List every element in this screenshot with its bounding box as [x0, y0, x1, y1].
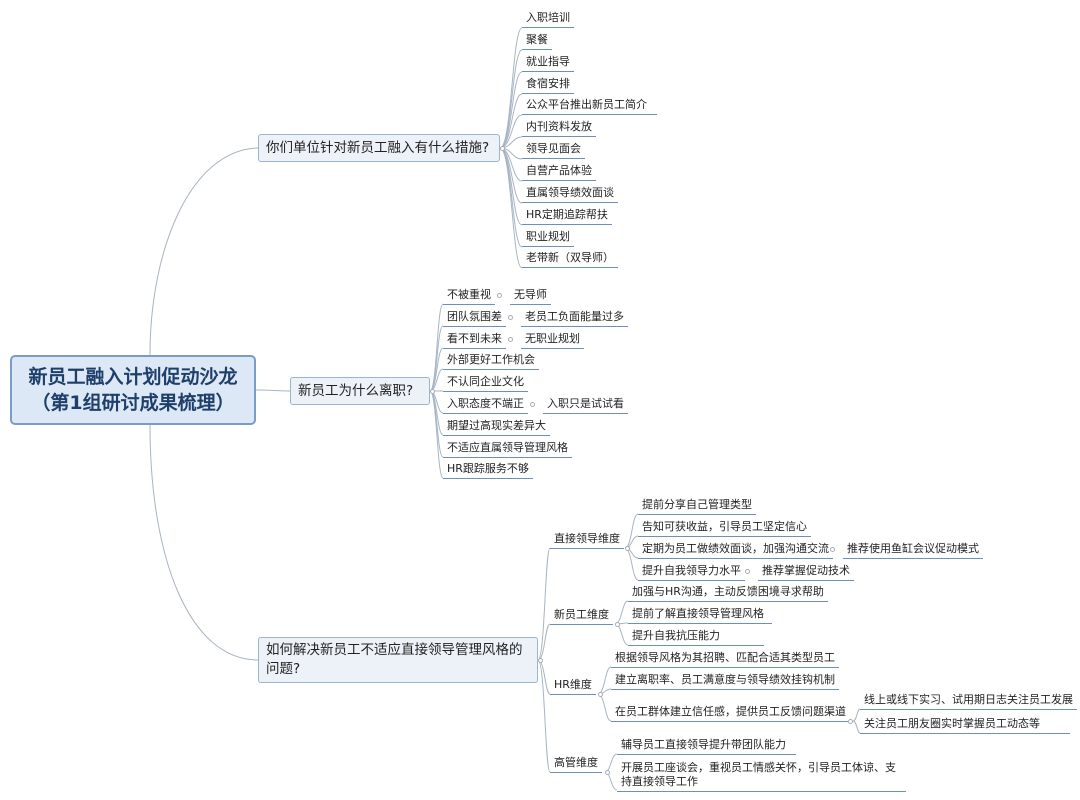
branch-measures: 你们单位针对新员工融入有什么措施? — [258, 134, 500, 162]
list-item: 看不到未来 — [443, 332, 506, 349]
list-item: 聚餐 — [522, 33, 552, 50]
branch-solutions-title-line1: 如何解决新员工不适应直接领导管理风格的 — [266, 642, 523, 658]
list-item: 开展员工座谈会，重视员工情感关怀，引导员工体谅、支 — [621, 761, 896, 774]
list-item: 外部更好工作机会 — [443, 353, 539, 370]
list-item: 告知可获收益，引导员工坚定信心 — [638, 520, 811, 537]
list-item: 职业规划 — [522, 230, 574, 247]
collapse-dot — [598, 692, 603, 697]
list-item: 根据领导风格为其招聘、匹配合适其类型员工 — [611, 651, 839, 668]
list-item: 食宿安排 — [522, 77, 574, 94]
dimension-new-employee: 新员工维度 — [550, 608, 613, 625]
list-item: 老带新（双导师） — [522, 251, 618, 268]
list-item: 老员工负面能量过多 — [521, 310, 628, 327]
collapse-dot — [508, 315, 513, 320]
list-item: 领导见面会 — [522, 142, 585, 159]
dimension-direct-leader: 直接领导维度 — [550, 532, 624, 549]
list-item: 入职只是试试看 — [543, 397, 628, 414]
collapse-dot — [497, 293, 502, 298]
root-title-line1: 新员工融入计划促动沙龙 — [28, 366, 238, 388]
list-item: 在员工群体建立信任感，提供员工反馈问题渠道 — [611, 705, 850, 722]
list-item: 提前分享自己管理类型 — [638, 498, 756, 515]
list-item: 提升自我领导力水平 — [638, 564, 745, 581]
list-item: 自营产品体验 — [522, 164, 596, 181]
dimension-hr: HR维度 — [550, 678, 596, 695]
collapse-dot — [530, 402, 535, 407]
list-item: HR定期追踪帮扶 — [522, 208, 612, 225]
list-item: 不适应直属领导管理风格 — [443, 441, 572, 458]
collapse-dot — [430, 389, 435, 394]
collapse-dot — [605, 770, 610, 775]
list-item: 入职培训 — [522, 11, 574, 28]
branch-reasons-title: 新员工为什么离职? — [298, 383, 414, 399]
list-item: 入职态度不端正 — [443, 397, 528, 414]
list-item: HR跟踪服务不够 — [443, 462, 533, 479]
list-item: 不认同企业文化 — [443, 375, 528, 392]
list-item: 持直接领导工作 — [617, 775, 906, 792]
collapse-dot — [830, 547, 835, 552]
list-item: 加强与HR沟通，主动反馈困境寻求帮助 — [628, 585, 828, 602]
branch-solutions-title-line2: 问题? — [266, 661, 301, 677]
list-item: 期望过高现实差异大 — [443, 419, 550, 436]
list-item: 定期为员工做绩效面谈，加强沟通交流 — [638, 542, 833, 559]
root-title-line2: （第1组研讨成果梳理） — [31, 392, 235, 414]
dimension-executive: 高管维度 — [550, 756, 602, 773]
list-item: 团队氛围差 — [443, 310, 506, 327]
branch-reasons: 新员工为什么离职? — [290, 377, 430, 405]
list-item: 建立离职率、员工满意度与领导绩效挂钩机制 — [611, 673, 839, 690]
list-item: 辅导员工直接领导提升带团队能力 — [617, 738, 796, 755]
collapse-dot — [745, 569, 750, 574]
list-item: 无职业规划 — [521, 332, 584, 349]
collapse-dot — [615, 622, 620, 627]
collapse-dot — [500, 146, 505, 151]
branch-measures-title: 你们单位针对新员工融入有什么措施? — [266, 140, 490, 156]
branch-solutions: 如何解决新员工不适应直接领导管理风格的 问题? — [258, 637, 538, 683]
list-item: 公众平台推出新员工简介 — [522, 98, 657, 115]
collapse-dot — [848, 719, 853, 724]
list-item: 提前了解直接领导管理风格 — [628, 607, 772, 624]
list-item: 内刊资料发放 — [522, 120, 596, 137]
collapse-dot — [625, 546, 630, 551]
collapse-dot — [508, 337, 513, 342]
list-item: 线上或线下实习、试用期日志关注员工发展 — [860, 693, 1077, 710]
list-item: 直属领导绩效面谈 — [522, 186, 618, 203]
list-item: 提升自我抗压能力 — [628, 629, 764, 646]
list-item: 推荐使用鱼缸会议促动模式 — [843, 542, 983, 559]
collapse-dot — [538, 658, 543, 663]
list-item: 关注员工朋友圈实时掌握员工动态等 — [860, 717, 1070, 734]
list-item: 就业指导 — [522, 55, 574, 72]
list-item: 不被重视 — [443, 288, 495, 305]
root-topic: 新员工融入计划促动沙龙 （第1组研讨成果梳理） — [10, 355, 256, 425]
list-item: 无导师 — [510, 288, 551, 305]
list-item: 推荐掌握促动技术 — [758, 564, 854, 581]
